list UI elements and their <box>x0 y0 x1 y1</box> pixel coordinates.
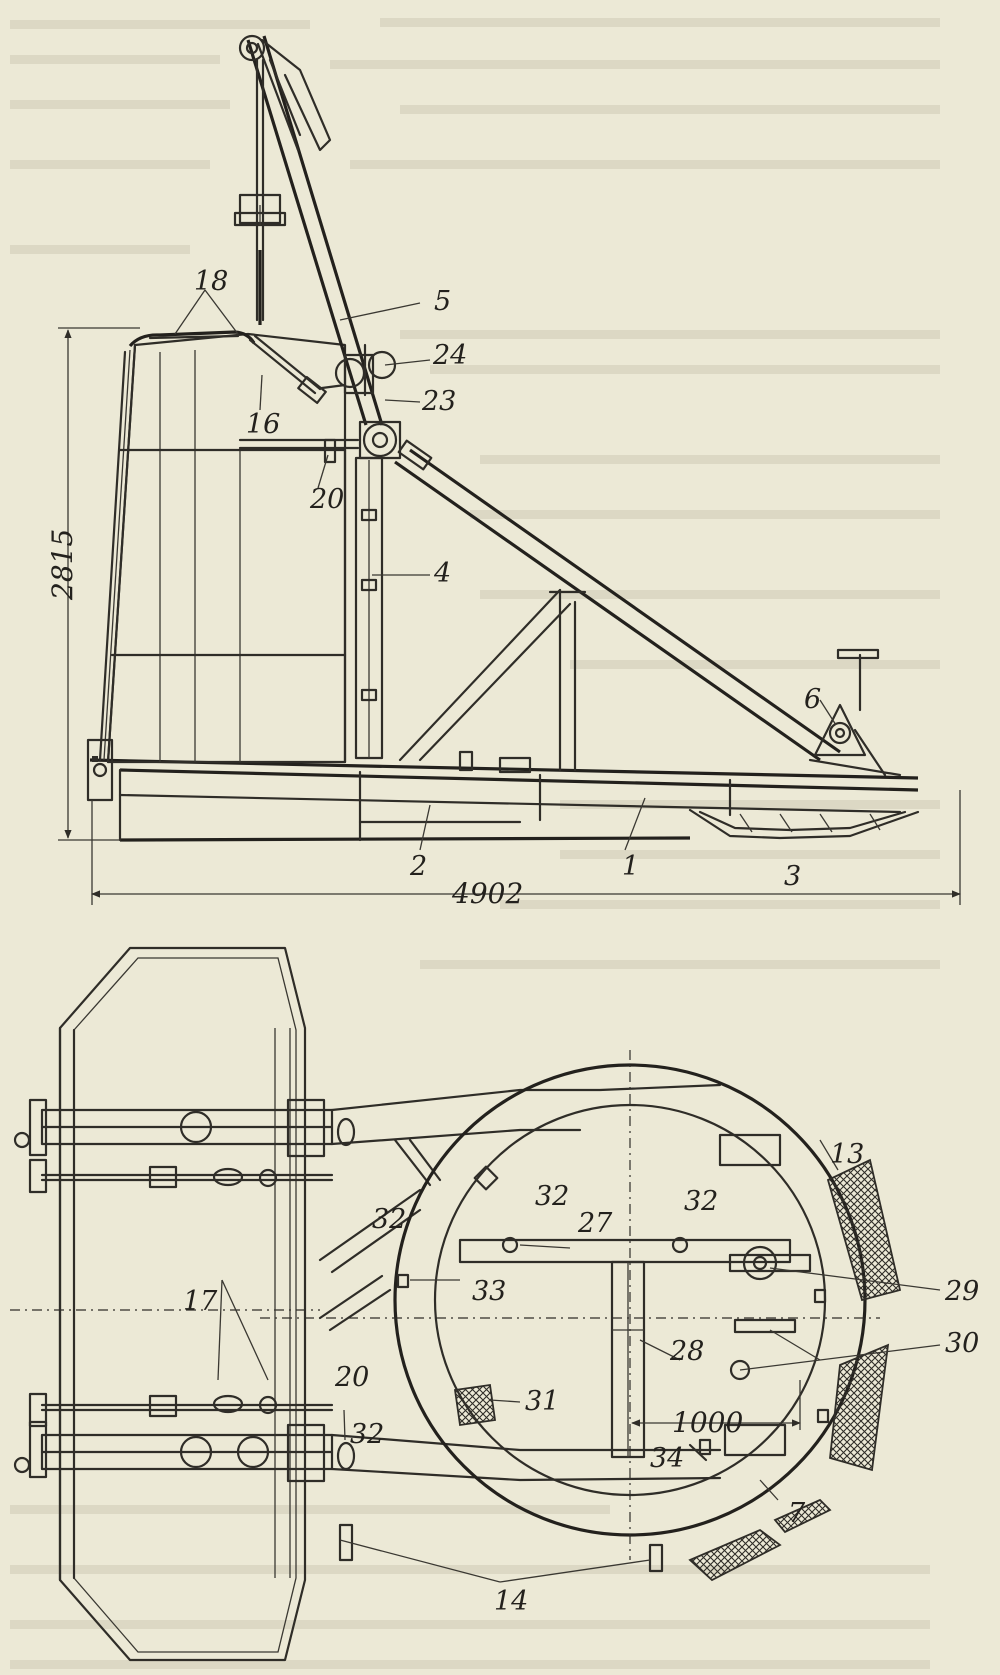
plan-frame <box>318 1083 722 1482</box>
plan-leaders <box>217 1139 941 1583</box>
diagonal-strut <box>394 439 902 777</box>
label-1: 1 <box>622 851 639 882</box>
label-24: 24 <box>432 340 467 371</box>
label-27: 27 <box>577 1208 613 1239</box>
label-2: 2 <box>409 851 427 882</box>
label-18: 18 <box>194 266 228 297</box>
label-34: 34 <box>650 1443 684 1474</box>
bucket-plan <box>10 946 320 1662</box>
label-32-top: 32 <box>535 1181 569 1212</box>
plan-dimension-1000 <box>631 1380 801 1430</box>
label-32-right: 32 <box>684 1186 718 1217</box>
background-text-texture <box>10 18 940 1669</box>
label-32-bottom: 32 <box>350 1419 384 1450</box>
outrigger-beams <box>13 1098 356 1483</box>
label-5: 5 <box>434 286 451 317</box>
label-20-elevation: 20 <box>309 484 344 515</box>
tie-rod <box>248 334 347 405</box>
label-20-plan: 20 <box>334 1362 369 1393</box>
label-33: 33 <box>472 1276 506 1307</box>
label-31: 31 <box>525 1386 559 1417</box>
label-3: 3 <box>784 861 801 892</box>
label-14: 14 <box>494 1586 528 1617</box>
dimension-1000: 1000 <box>672 1406 743 1439</box>
label-4: 4 <box>433 558 451 589</box>
label-28: 28 <box>669 1336 704 1367</box>
label-32-left: 32 <box>372 1204 406 1235</box>
elevation-leaders <box>174 289 837 851</box>
plan-view <box>10 946 941 1662</box>
label-7: 7 <box>788 1498 806 1529</box>
label-30: 30 <box>945 1328 979 1359</box>
bucket-body <box>86 330 347 802</box>
label-23: 23 <box>421 386 456 417</box>
label-13: 13 <box>830 1139 864 1170</box>
dimension-2815: 2815 <box>46 529 79 601</box>
label-16: 16 <box>246 409 280 440</box>
dimension-4902: 4902 <box>451 877 523 910</box>
crane-boom <box>233 34 402 460</box>
label-6: 6 <box>804 684 821 715</box>
elevation-dimensions <box>58 327 961 905</box>
hatched-rollers <box>688 1158 902 1582</box>
base-frame <box>89 750 920 842</box>
mast <box>238 438 384 764</box>
callout-labels: 18 5 24 23 16 20 4 6 2 1 3 2815 4902 13 … <box>46 266 979 1617</box>
label-17: 17 <box>183 1286 218 1317</box>
elevation-view <box>58 34 961 905</box>
label-29: 29 <box>944 1276 979 1307</box>
